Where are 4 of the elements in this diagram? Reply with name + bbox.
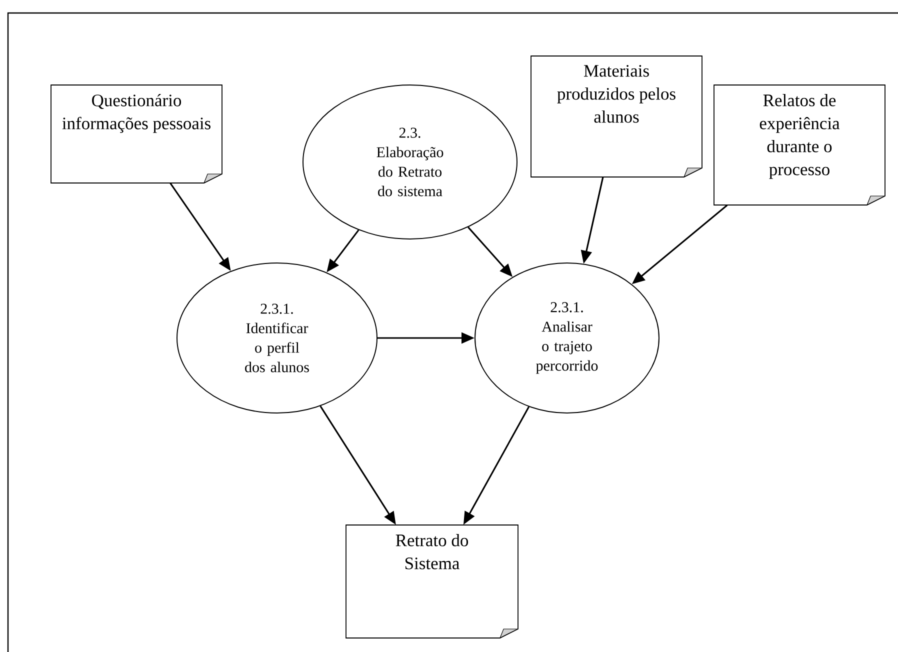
document-box: Questionário informações pessoais bbox=[50, 84, 222, 184]
document-box: Relatos de experiência durante o processo bbox=[714, 84, 886, 206]
document-box: Materiais produzidos pelos alunos bbox=[530, 56, 702, 178]
document-box: Retrato do Sistema bbox=[346, 524, 518, 638]
